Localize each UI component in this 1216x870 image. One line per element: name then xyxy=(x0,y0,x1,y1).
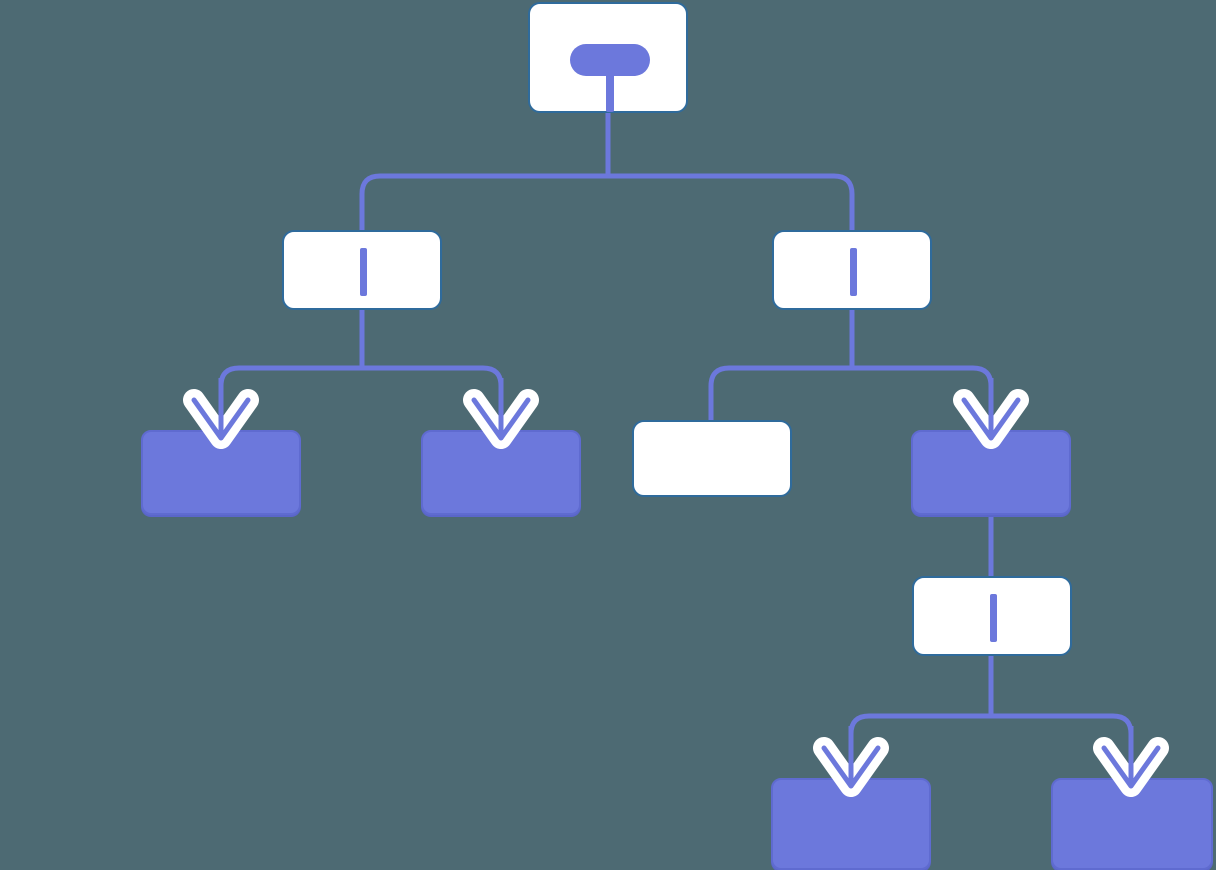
content-placeholder-bar xyxy=(990,594,997,642)
level1-right-node[interactable] xyxy=(772,230,932,310)
content-placeholder-pill xyxy=(570,44,650,76)
level2-leaf-b[interactable] xyxy=(421,430,581,515)
content-placeholder-bar xyxy=(850,248,857,296)
level2-white-node[interactable] xyxy=(632,420,792,497)
level2-leaf-a[interactable] xyxy=(141,430,301,515)
level3-white-node[interactable] xyxy=(912,576,1072,656)
level2-branch-node[interactable] xyxy=(911,430,1071,515)
level4-leaf-b[interactable] xyxy=(1051,778,1213,870)
root-node[interactable] xyxy=(528,2,688,113)
content-placeholder-bar xyxy=(360,248,367,296)
level1-left-node[interactable] xyxy=(282,230,442,310)
content-placeholder-stem xyxy=(606,74,614,112)
level4-leaf-a[interactable] xyxy=(771,778,931,870)
